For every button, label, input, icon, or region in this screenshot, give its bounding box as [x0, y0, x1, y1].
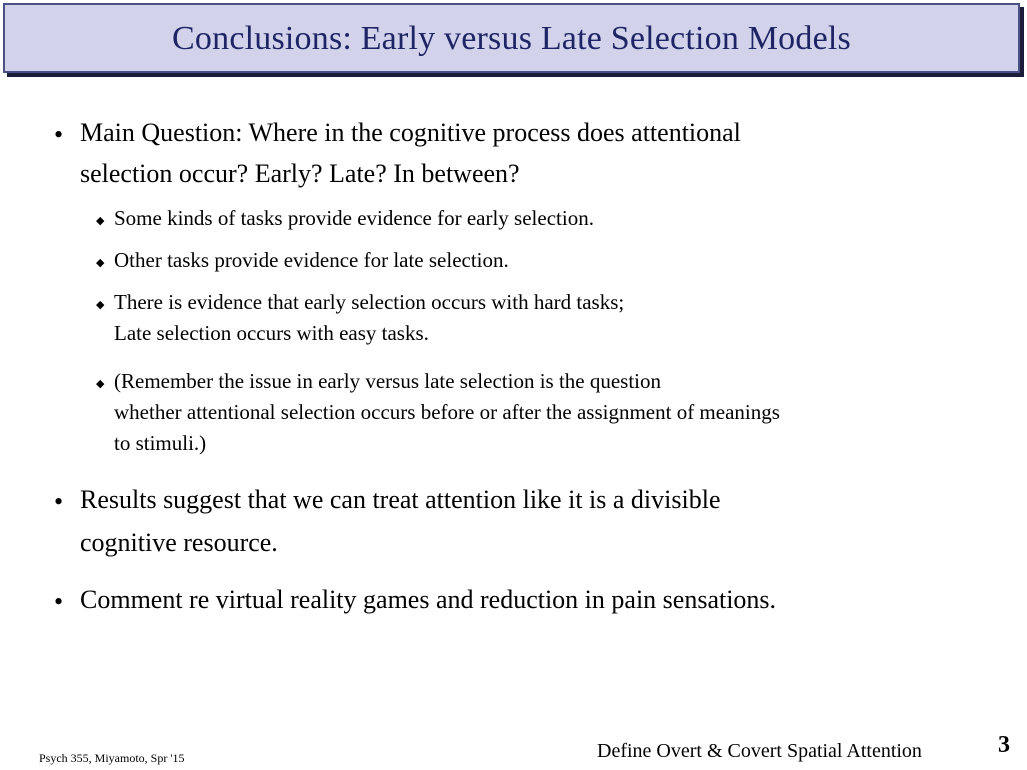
sub-bullet-marker: ◆ — [96, 215, 105, 227]
sub-item-1-line-1: Some kinds of tasks provide evidence for… — [114, 206, 594, 230]
slide-title: Conclusions: Early versus Late Selection… — [172, 20, 851, 57]
sub-item-2-line-1: Other tasks provide evidence for late se… — [114, 248, 509, 272]
sub-bullet-marker: ◆ — [96, 257, 105, 269]
sub-item-4-line-2: whether attentional selection occurs bef… — [114, 400, 780, 424]
bullet-1-line-1: Main Question: Where in the cognitive pr… — [80, 118, 741, 147]
sub-item-4-line-1: (Remember the issue in early versus late… — [114, 369, 662, 393]
sub-bullet-marker: ◆ — [96, 378, 105, 390]
main-bullet-marker: • — [54, 487, 64, 516]
slide-title-box: Conclusions: Early versus Late Selection… — [3, 3, 1020, 73]
sub-item-3-line-2: Late selection occurs with easy tasks. — [114, 321, 429, 345]
bullet-2-line-2: cognitive resource. — [80, 528, 278, 557]
bullet-2-line-1: Results suggest that we can treat attent… — [80, 485, 721, 514]
footer-course: Psych 355, Miyamoto, Spr '15 — [39, 751, 185, 765]
sub-bullet-marker: ◆ — [96, 299, 105, 311]
footer-topic: Define Overt & Covert Spatial Attention — [597, 740, 922, 762]
bullet-3-line-1: Comment re virtual reality games and red… — [80, 585, 777, 614]
sub-item-3-line-1: There is evidence that early selection o… — [114, 290, 625, 314]
sub-item-4-line-3: to stimuli.) — [114, 431, 207, 455]
main-bullet-marker: • — [54, 120, 64, 149]
bullet-1-line-2: selection occur? Early? Late? In between… — [80, 159, 520, 188]
page-number: 3 — [998, 732, 1010, 758]
main-bullet-marker: • — [54, 587, 64, 616]
